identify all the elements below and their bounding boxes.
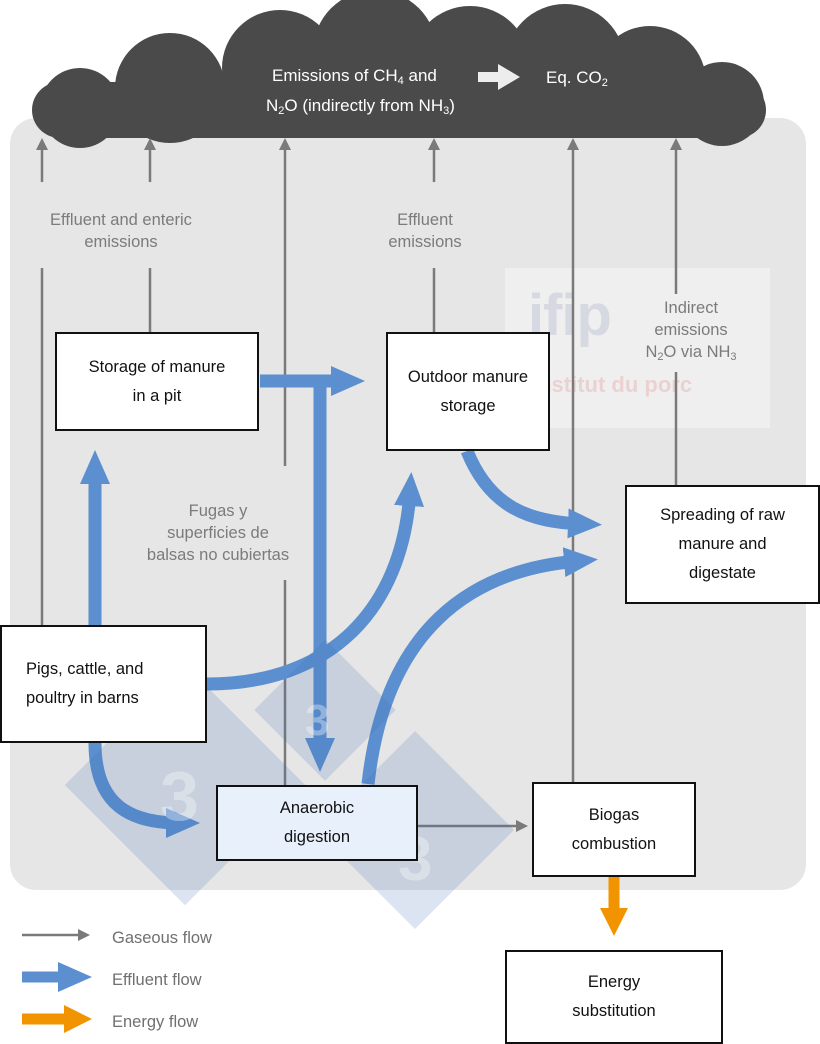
effluent-arrow-barns-to-outdoor [206,472,425,691]
box-energy-label: Energy substitution [572,973,656,1020]
box-barns: Pigs, cattle, and poultry in barns [0,625,207,743]
box-spreading-label: Spreading of raw manure and digestate [660,506,785,582]
effluent-arrow-outdoor-to-spreading [460,448,602,539]
box-energy-substitution: Energy substitution [505,950,723,1044]
box-anaerobic-label: Anaerobic digestion [279,799,355,846]
box-storage-pit: Storage of manure in a pit [55,332,259,431]
legend-effluent-label: Effluent flow [112,971,202,989]
effluent-arrow-barns-to-anaerobic [88,742,200,838]
label-leaks-uncovered-ponds: Fugas y superficies de balsas no cubiert… [146,502,290,564]
box-anaerobic-digestion: Anaerobic digestion [216,785,418,861]
legend-energy-label: Energy flow [112,1013,199,1031]
watermark-subtitle: Institut du porc [532,372,693,397]
box-biogas-label: Biogas combustion [571,805,657,853]
legend-gaseous-label: Gaseous flow [112,929,212,947]
box-outdoor-storage-label: Outdoor manure storage [407,367,529,415]
label-indirect-emissions: Indirect emissions N2O via NH3 [645,299,737,363]
cloud-text-eq-co2: Eq. CO2 [546,68,608,89]
emissions-cloud [32,0,766,148]
box-barns-label: Pigs, cattle, and poultry in barns [26,660,144,707]
label-effluent-enteric-emissions: Effluent and enteric emissions [50,211,192,251]
watermark-badge-3: 3 [305,696,329,745]
cloud-white-arrow [478,64,520,90]
cloud-text-line2: N2O (indirectly from NH3) [266,96,455,117]
box-outdoor-storage: Outdoor manure storage [386,332,550,451]
effluent-arrow-anaerobic-to-spreading [361,547,598,785]
cloud-text-line1: Emissions of CH4 and [272,66,437,87]
box-spreading: Spreading of raw manure and digestate [625,485,820,604]
label-effluent-emissions: Effluent emissions [388,211,462,251]
watermark-badge-1: 3 [160,757,199,835]
box-biogas-combustion: Biogas combustion [532,782,696,877]
box-storage-pit-label: Storage of manure in a pit [88,357,226,405]
